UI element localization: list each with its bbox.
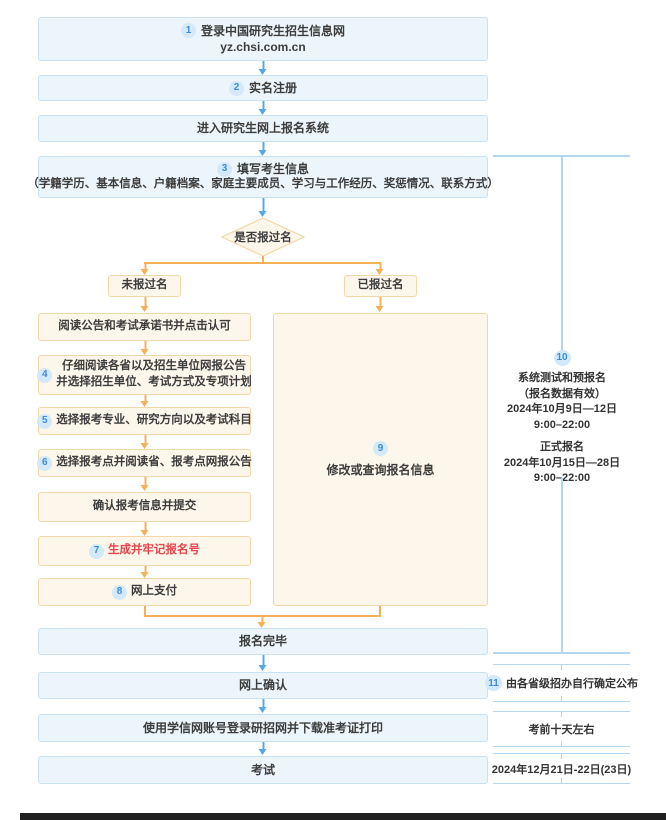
step8-label: 网上支付: [131, 585, 177, 598]
decision-label: 是否报过名: [234, 232, 292, 244]
official-registration-date: 2024年10月15日—28日: [503, 456, 621, 469]
connector-line: [144, 262, 381, 264]
step3-detail: （学籍学历、基本信息、户籍档案、家庭主要成员、学习与工作经历、奖惩情况、联系方式…: [27, 178, 499, 191]
exam-label: 考试: [250, 762, 275, 777]
official-registration-title: 正式报名: [540, 441, 584, 453]
connector-line: [379, 606, 381, 617]
enter-system-box: 进入研究生网上报名系统: [38, 115, 488, 142]
step9-badge: 9: [373, 440, 388, 456]
confirm-timeline-note: 11 由各省级招办自行确定公布: [485, 664, 638, 702]
step6-label: 选择报考点并阅读省、报考点网报公告: [56, 456, 252, 469]
exam-note-label: 2024年12月21日-22日(23日): [491, 763, 632, 776]
read-notice-box: 阅读公告和考试承诺书并点击认可: [38, 313, 251, 341]
arrow-down-icon: [140, 435, 150, 449]
arrow-down-icon: [140, 262, 150, 275]
bottom-divider-bar: [20, 813, 666, 820]
branch-new-box: 未报过名: [108, 275, 181, 297]
step1-box: 1 登录中国研究生招生信息网 yz.chsi.com.cn: [38, 17, 488, 61]
step1-url: yz.chsi.com.cn: [220, 40, 306, 54]
step9-label: 修改或查询报名信息: [326, 462, 435, 477]
arrow-down-icon: [140, 341, 150, 355]
arrow-down-icon: [140, 477, 150, 491]
step9-box: 10 9 修改或查询报名信息: [273, 313, 488, 606]
timeline-10-badge: 10: [553, 350, 571, 366]
connector-line: [262, 256, 264, 264]
step6-box: 6 选择报考点并阅读省、报考点网报公告: [37, 449, 252, 477]
timeline-11-badge: 11: [485, 675, 502, 691]
arrow-down-icon: [258, 61, 268, 75]
branch-new-label: 未报过名: [121, 279, 168, 292]
online-confirm-box: 网上确认: [38, 672, 488, 699]
step1-content: 1 登录中国研究生招生信息网 yz.chsi.com.cn: [180, 23, 345, 55]
branch-old-box: 已报过名: [344, 275, 417, 297]
step4-box: 4 仔细阅读各省以及招生单位网报公告 并选择招生单位、考试方式及专项计划: [37, 355, 252, 395]
exam-timeline-note: 2024年12月21日-22日(23日): [491, 753, 632, 784]
step8-box: 8 网上支付: [38, 578, 251, 606]
timeline-bracket-line: [493, 652, 630, 654]
arrow-down-icon: [258, 142, 268, 156]
test-registration-date: 2024年10月9日—12日: [506, 403, 618, 415]
step5-label: 选择报考专业、研究方向以及考试科目: [56, 414, 252, 427]
step3-number-badge: 3: [216, 161, 232, 177]
exam-box: 考试: [38, 756, 488, 784]
step8-number-badge: 8: [112, 584, 127, 600]
step4-line1: 仔细阅读各省以及招生单位网报公告: [62, 360, 246, 373]
step7-label: 生成并牢记报名号: [108, 544, 200, 557]
confirm-note-label: 由各省级招办自行确定公布: [506, 678, 638, 690]
finish-box: 报名完毕: [38, 628, 488, 655]
arrow-down-icon: [375, 297, 385, 312]
arrow-down-icon: [258, 742, 268, 755]
step1-title: 登录中国研究生招生信息网: [200, 23, 345, 38]
confirm-submit-box: 确认报考信息并提交: [38, 492, 251, 522]
enter-system-label: 进入研究生网上报名系统: [196, 121, 329, 136]
arrow-down-icon: [140, 522, 150, 536]
step4-number-badge: 4: [37, 367, 53, 383]
test-registration-time: 9:00–22:00: [533, 418, 591, 431]
arrow-down-icon: [258, 198, 268, 217]
step5-box: 5 选择报考专业、研究方向以及考试科目: [37, 407, 252, 435]
arrow-down-icon: [375, 262, 385, 275]
step2-box: 2 实名注册: [38, 75, 488, 101]
timeline-bracket-line: [561, 478, 563, 652]
arrow-down-icon: [140, 566, 150, 578]
step4-line2: 并选择招生单位、考试方式及专项计划: [56, 376, 252, 388]
test-registration-note: （报名数据有效）: [518, 387, 606, 400]
arrow-down-icon: [140, 297, 150, 312]
arrow-down-icon: [140, 395, 150, 407]
decision-diamond: 是否报过名: [221, 217, 305, 257]
step5-number-badge: 5: [37, 413, 53, 429]
download-ticket-label: 使用学信网账号登录研招网并下载准考证打印: [142, 720, 383, 735]
download-timeline-note: 考前十天左右: [493, 711, 630, 747]
step2-label: 实名注册: [248, 80, 297, 95]
online-confirm-label: 网上确认: [238, 678, 287, 693]
branch-old-label: 已报过名: [357, 279, 404, 292]
read-notice-label: 阅读公告和考试承诺书并点击认可: [58, 320, 231, 333]
step3-title: 填写考生信息: [236, 162, 309, 177]
step1-number-badge: 1: [180, 23, 196, 39]
step3-box: 3 填写考生信息 （学籍学历、基本信息、户籍档案、家庭主要成员、学习与工作经历、…: [27, 156, 499, 198]
download-note-label: 考前十天左右: [528, 724, 595, 736]
finish-label: 报名完毕: [238, 634, 287, 649]
arrow-down-icon: [258, 101, 268, 115]
arrow-down-icon: [258, 699, 268, 713]
registration-schedule: 10 系统测试和预报名 （报名数据有效） 2024年10月9日—12日 9:00…: [478, 350, 646, 487]
arrow-down-icon: [258, 655, 268, 671]
step2-number-badge: 2: [228, 80, 244, 96]
test-registration-title: 系统测试和预报名: [518, 372, 606, 384]
connector-line: [144, 606, 146, 617]
step4-content: 仔细阅读各省以及招生单位网报公告 并选择招生单位、考试方式及专项计划: [56, 359, 252, 390]
confirm-submit-label: 确认报考信息并提交: [92, 500, 197, 513]
arrow-down-icon: [257, 615, 267, 628]
step3-content: 3 填写考生信息 （学籍学历、基本信息、户籍档案、家庭主要成员、学习与工作经历、…: [27, 161, 499, 193]
download-ticket-box: 使用学信网账号登录研招网并下载准考证打印: [38, 714, 488, 742]
step7-box: 7 生成并牢记报名号: [38, 536, 251, 566]
timeline-bracket-line: [561, 155, 563, 352]
step6-number-badge: 6: [37, 455, 53, 471]
step7-number-badge: 7: [89, 543, 104, 559]
